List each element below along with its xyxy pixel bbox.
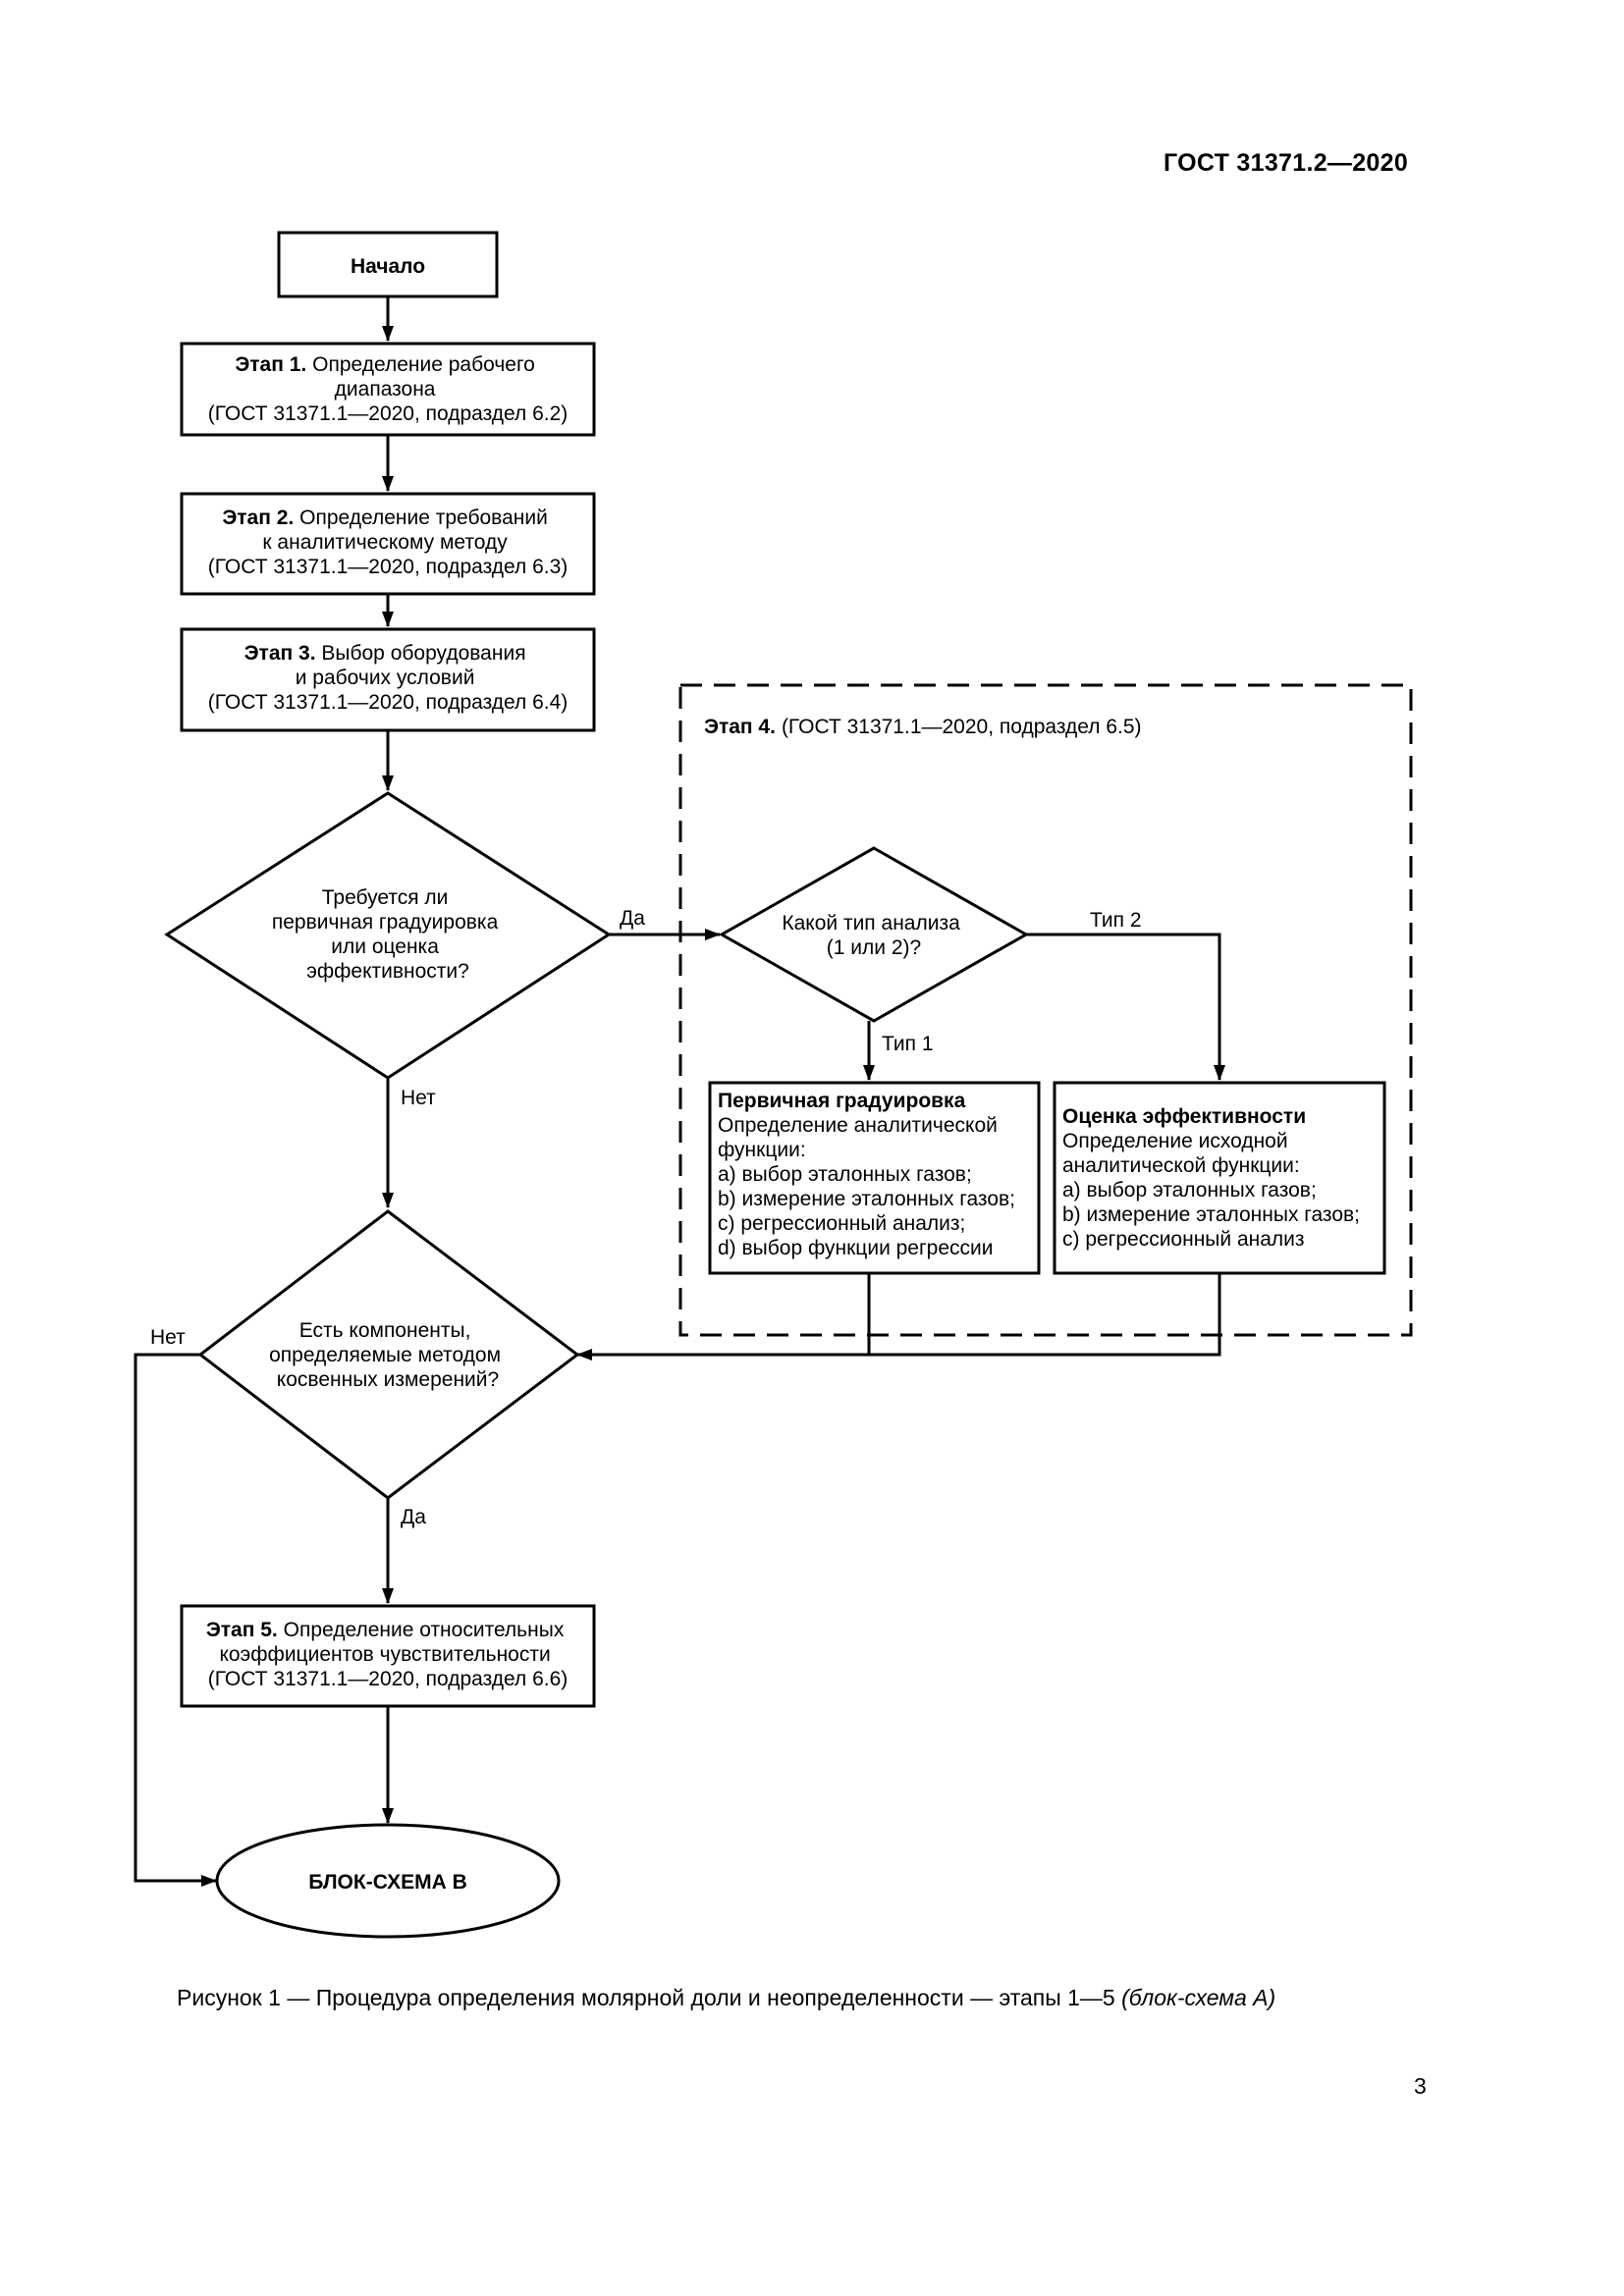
document-code-header: ГОСТ 31371.2—2020 — [1164, 149, 1409, 177]
stage1-text: Этап 1. Определение рабочего диапазона (… — [208, 353, 568, 425]
figure-caption: Рисунок 1 — Процедура определения молярн… — [177, 1985, 1275, 2011]
caption-italic: (блок-схема А) — [1121, 1985, 1276, 2010]
decision1-text: Требуется ли первичная градуировка или о… — [272, 886, 504, 983]
type1-label: Тип 1 — [882, 1033, 934, 1055]
connector-decision2-no — [134, 1353, 217, 1887]
efficiency-evaluation-box — [1053, 1081, 1386, 1275]
type2-label: Тип 2 — [1090, 909, 1142, 932]
decision1-no-label: Нет — [401, 1087, 436, 1109]
decision1-diamond — [164, 791, 612, 1080]
stage3-box — [180, 627, 596, 732]
stage4-decision-text: Какой тип анализа (1 или 2)? — [782, 912, 965, 959]
stage4-label: Этап 4.(ГОСТ 31371.1—2020, подраздел 6.5… — [704, 716, 1142, 738]
connector-type2 — [1026, 933, 1225, 1081]
decision2-yes-label: Да — [401, 1506, 426, 1528]
stage4-decision-diamond — [718, 846, 1030, 1023]
caption-text: Рисунок 1 — Процедура определения молярн… — [177, 1985, 1115, 2010]
decision2-diamond — [197, 1209, 580, 1500]
stage3-text: Этап 3. Выбор оборудования и рабочих усл… — [208, 642, 568, 714]
primary-calibration-box — [708, 1081, 1041, 1275]
end-ellipse — [215, 1823, 561, 1939]
stage5-box — [180, 1604, 596, 1708]
stage5-text: Этап 5. Определение относительных коэффи… — [206, 1619, 569, 1690]
stage1-box — [180, 342, 596, 437]
efficiency-evaluation-text: Оценка эффективности Определение исходно… — [1062, 1105, 1366, 1251]
connector-efficiency-decision2 — [576, 1273, 1221, 1361]
start-box — [277, 231, 499, 298]
start-label: Начало — [351, 255, 425, 278]
stage4-dashed-frame — [678, 683, 1413, 1337]
end-label: БЛОК-СХЕМА В — [308, 1871, 467, 1894]
page-number: 3 — [1414, 2073, 1427, 2099]
primary-calibration-text: Первичная градуировка Определение аналит… — [718, 1090, 1021, 1259]
decision2-text: Есть компоненты, определяемые методом ко… — [269, 1319, 507, 1391]
stage2-text: Этап 2. Определение требований к аналити… — [208, 507, 568, 578]
decision1-yes-label: Да — [620, 907, 645, 930]
stage2-box — [180, 492, 596, 596]
decision2-no-label: Нет — [150, 1326, 186, 1349]
